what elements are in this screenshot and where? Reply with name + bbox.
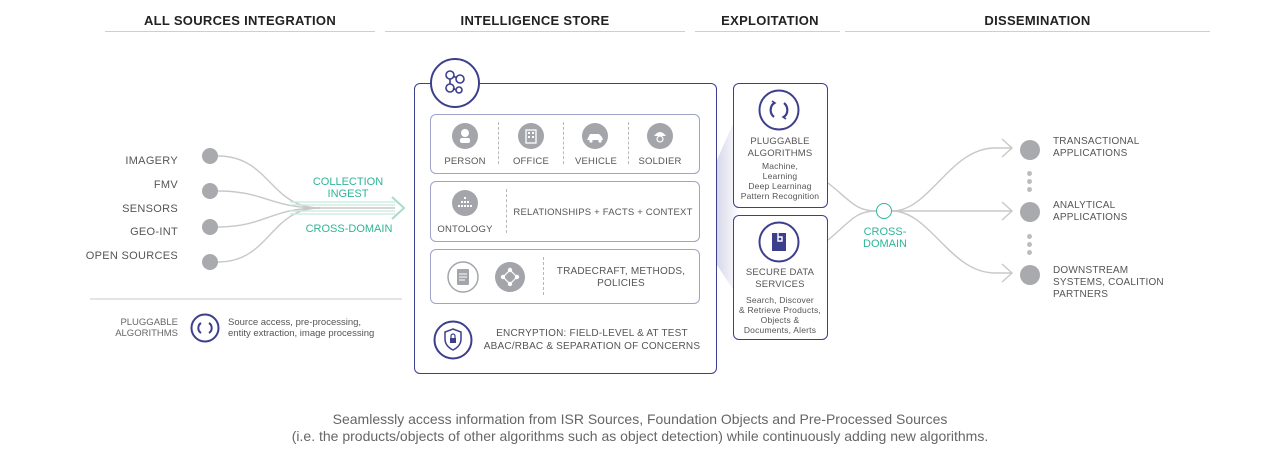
pluggable-label-line: PLUGGABLE	[120, 317, 178, 328]
collection-ingest-label: COLLECTION INGEST	[300, 176, 396, 200]
ellipsis-dots	[1027, 171, 1033, 192]
entity-label-office: OFFICE	[512, 156, 550, 167]
ingest-label: INGEST	[327, 188, 369, 200]
dissemination-line: APPLICATIONS	[1053, 212, 1128, 223]
algo-desc-line: Deep Learninag	[748, 181, 812, 191]
pluggable-algorithms-title: PLUGGABLE ALGORITHMS	[735, 136, 825, 160]
dissemination-line: ANALYTICAL	[1053, 200, 1116, 211]
source-dot	[202, 183, 218, 199]
secure-data-title: SECURE DATA SERVICES	[735, 267, 825, 291]
dissemination-downstream: DOWNSTREAM SYSTEMS, COALITION PARTNERS	[1053, 265, 1164, 301]
divider	[628, 122, 629, 164]
algo-desc-line: Learning	[762, 171, 798, 181]
dissemination-line: TRANSACTIONAL	[1053, 136, 1140, 147]
flag-icon	[758, 221, 800, 263]
caption-line: (i.e. the products/objects of other algo…	[291, 428, 989, 444]
entity-label-soldier: SOLDIER	[638, 156, 682, 167]
office-icon	[518, 123, 544, 149]
entity-label-vehicle: VEHICLE	[574, 156, 618, 167]
dissemination-line: SYSTEMS, COALITION	[1053, 277, 1164, 288]
soldier-icon	[647, 123, 673, 149]
header-rule	[385, 31, 685, 32]
data-title-line: SERVICES	[755, 279, 805, 290]
entity-label-person: PERSON	[444, 156, 486, 167]
dissemination-dot	[1020, 140, 1040, 160]
cross-domain-node	[876, 203, 892, 219]
cross-domain-left-label: CROSS-DOMAIN	[305, 223, 393, 235]
ellipsis-dots	[1027, 234, 1033, 255]
data-desc-line: Documents, Alerts	[743, 325, 817, 335]
pluggable-left-desc: Source access, pre-processing, entity ex…	[228, 317, 374, 339]
tradecraft-line: POLICIES	[597, 278, 645, 289]
cross-domain-line: DOMAIN	[863, 238, 907, 250]
cross-domain-line: CROSS-	[863, 226, 907, 238]
tradecraft-label: TRADECRAFT, METHODS, POLICIES	[548, 266, 694, 290]
person-icon	[452, 123, 478, 149]
divider	[506, 189, 507, 233]
refresh-icon	[758, 89, 800, 131]
dissemination-line: APPLICATIONS	[1053, 148, 1128, 159]
tradecraft-line: TRADECRAFT, METHODS,	[556, 266, 686, 277]
algo-title-line: ALGORITHMS	[747, 148, 813, 159]
collection-label: COLLECTION	[312, 176, 384, 188]
ontology-label: ONTOLOGY	[437, 224, 493, 235]
source-dot	[202, 148, 218, 164]
network-icon	[494, 261, 526, 293]
ontology-box	[430, 181, 700, 242]
dissemination-dot	[1020, 202, 1040, 222]
header-rule	[845, 31, 1210, 32]
relationships-label: RELATIONSHIPS + FACTS + CONTEXT	[513, 207, 693, 218]
divider	[498, 122, 499, 164]
encryption-line: ENCRYPTION: FIELD-LEVEL & AT TEST	[496, 328, 688, 339]
encryption-label: ENCRYPTION: FIELD-LEVEL & AT TEST ABAC/R…	[482, 327, 702, 353]
secure-data-desc: Search, Discover & Retrieve Products, Ob…	[735, 295, 825, 335]
pluggable-label-line: ALGORITHMS	[115, 328, 178, 339]
dissemination-transactional: TRANSACTIONAL APPLICATIONS	[1053, 136, 1140, 160]
shield-lock-icon	[433, 320, 473, 360]
data-desc-line: Search, Discover	[746, 295, 814, 305]
pluggable-desc-line: Source access, pre-processing,	[228, 317, 362, 328]
source-dot	[202, 254, 218, 270]
header-rule	[695, 31, 840, 32]
pluggable-left-label: PLUGGABLE ALGORITHMS	[90, 317, 178, 339]
header-dissemination: DISSEMINATION	[984, 13, 1091, 28]
header-store: INTELLIGENCE STORE	[460, 13, 610, 28]
dissemination-analytical: ANALYTICAL APPLICATIONS	[1053, 200, 1127, 224]
pluggable-desc-line: entity extraction, image processing	[228, 328, 375, 339]
header-rule	[105, 31, 375, 32]
caption-line: Seamlessly access information from ISR S…	[332, 411, 948, 427]
encryption-line: ABAC/RBAC & SEPARATION OF CONCERNS	[483, 341, 701, 352]
algo-desc-line: Pattern Recognition	[740, 191, 820, 201]
vehicle-icon	[582, 123, 608, 149]
source-label-imagery: IMAGERY	[125, 155, 178, 167]
source-label-fmv: FMV	[153, 179, 178, 191]
source-label-sensors: SENSORS	[122, 203, 178, 215]
source-label-open-sources: OPEN SOURCES	[85, 250, 178, 262]
source-label-geoint: GEO-INT	[130, 226, 178, 238]
pluggable-algorithms-desc: Machine, Learning Deep Learninag Pattern…	[735, 161, 825, 201]
header-exploitation: EXPLOITATION	[721, 13, 819, 28]
data-desc-line: Objects &	[760, 315, 800, 325]
divider	[543, 257, 544, 295]
refresh-icon	[190, 313, 220, 343]
data-desc-line: & Retrieve Products,	[739, 305, 821, 315]
document-icon	[447, 261, 479, 293]
source-dot	[202, 219, 218, 235]
ontology-icon	[452, 190, 478, 216]
dissemination-line: DOWNSTREAM	[1053, 265, 1129, 276]
algo-title-line: PLUGGABLE	[750, 136, 810, 147]
hub-icon	[429, 57, 481, 109]
algo-desc-line: Machine,	[761, 161, 799, 171]
header-sources: ALL SOURCES INTEGRATION	[143, 13, 337, 28]
cross-domain-right-label: CROSS- DOMAIN	[855, 226, 915, 250]
caption: Seamlessly access information from ISR S…	[0, 411, 1280, 445]
dissemination-dot	[1020, 265, 1040, 285]
divider	[563, 122, 564, 164]
dissemination-line: PARTNERS	[1053, 289, 1109, 300]
data-title-line: SECURE DATA	[745, 267, 815, 278]
